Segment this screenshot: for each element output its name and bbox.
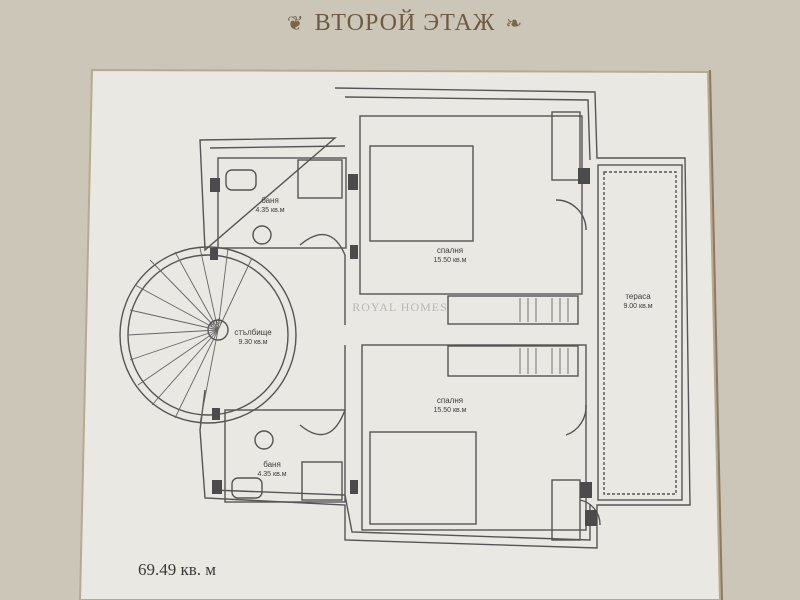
bath-top-outline	[217, 157, 347, 249]
panel-edge	[709, 69, 723, 600]
room-name: стълбище	[234, 328, 272, 337]
tread	[129, 309, 219, 331]
wall-post	[212, 408, 220, 420]
room-label-bath-top: баня 4.35 кв.м	[240, 196, 300, 216]
wall-posts	[210, 168, 597, 526]
shower-top	[297, 159, 343, 199]
sink-top	[252, 225, 272, 245]
desk-top	[551, 111, 581, 181]
room-area: 15.50 кв.м	[433, 407, 467, 414]
wardrobe-bottom	[447, 345, 579, 377]
plan-lines	[119, 87, 691, 549]
tread	[199, 247, 219, 331]
outer-wall	[199, 87, 691, 549]
page-title: ❦ ВТОРОЙ ЭТАЖ ❧	[255, 8, 555, 38]
bed-top	[369, 145, 474, 242]
bedroom-top-outline	[359, 115, 583, 295]
tread	[199, 329, 219, 424]
door-swing-terrace	[579, 499, 601, 526]
paper-panel	[78, 68, 722, 600]
room-name: баня	[263, 460, 281, 469]
room-name: баня	[261, 196, 279, 205]
wall-post	[585, 510, 597, 526]
watermark-text: ROYAL HOMES	[352, 300, 448, 314]
shower-bottom	[301, 461, 343, 501]
sink-bottom	[254, 430, 274, 450]
inner-wall-bottom	[211, 489, 591, 541]
tread	[127, 329, 219, 336]
bath-bottom-outline	[224, 409, 346, 503]
room-label-bedroom-bottom: спалня 15.50 кв.м	[410, 396, 490, 416]
wall-post	[210, 248, 218, 260]
hall-walls	[299, 233, 346, 436]
room-area: 15.50 кв.м	[433, 257, 467, 264]
wardrobe-hangers	[519, 298, 569, 374]
tread	[134, 284, 219, 331]
title-text: ВТОРОЙ ЭТАЖ	[314, 9, 496, 36]
stair-treads	[127, 247, 253, 424]
toilet-bottom	[231, 477, 263, 499]
wall-post	[578, 168, 590, 184]
room-label-hall: стълбище 9.30 кв.м	[218, 328, 288, 348]
tread	[174, 251, 219, 331]
terrace-outline	[597, 164, 683, 501]
bedroom-bottom-outline	[361, 344, 587, 531]
door-swing-top	[555, 199, 587, 231]
room-label-bath-bottom: баня 4.35 кв.м	[242, 460, 302, 480]
tread	[217, 257, 253, 331]
ornament-left-icon: ❦	[286, 12, 305, 35]
inner-wall-left-top	[209, 145, 346, 149]
room-name: спалня	[436, 246, 464, 255]
wall-post	[580, 482, 592, 498]
bed-bottom	[369, 431, 477, 525]
terrace-railing	[603, 171, 677, 495]
room-area: 9.00 кв.м	[623, 303, 653, 310]
wall-post	[348, 174, 358, 190]
room-label-terrace: тераса 9.00 кв.м	[608, 292, 668, 312]
room-area: 4.35 кв.м	[257, 471, 287, 478]
door-swing-bottom	[565, 404, 587, 436]
total-area: 69.49 кв. м	[138, 560, 217, 579]
wall-post	[212, 480, 222, 494]
tread	[137, 329, 219, 386]
desk-bottom	[551, 479, 581, 541]
wardrobe-top	[447, 295, 579, 325]
room-name: спалня	[436, 396, 464, 405]
wall-post	[210, 178, 220, 192]
tread	[129, 329, 219, 361]
inner-wall-top	[344, 96, 591, 161]
tread	[149, 259, 219, 331]
ornament-right-icon: ❧	[505, 12, 524, 35]
toilet-top	[225, 169, 257, 191]
room-label-bedroom-top: спалня 15.50 кв.м	[410, 246, 490, 266]
tread	[217, 247, 229, 331]
room-area: 9.30 кв.м	[238, 339, 268, 346]
wall-post	[350, 245, 358, 259]
room-area: 4.35 кв.м	[255, 207, 285, 214]
stair-newel	[207, 319, 229, 341]
tread	[151, 329, 219, 406]
stair-tower-outer	[119, 246, 297, 424]
wall-post	[350, 480, 358, 494]
room-name: тераса	[625, 292, 651, 301]
tread	[174, 329, 219, 419]
